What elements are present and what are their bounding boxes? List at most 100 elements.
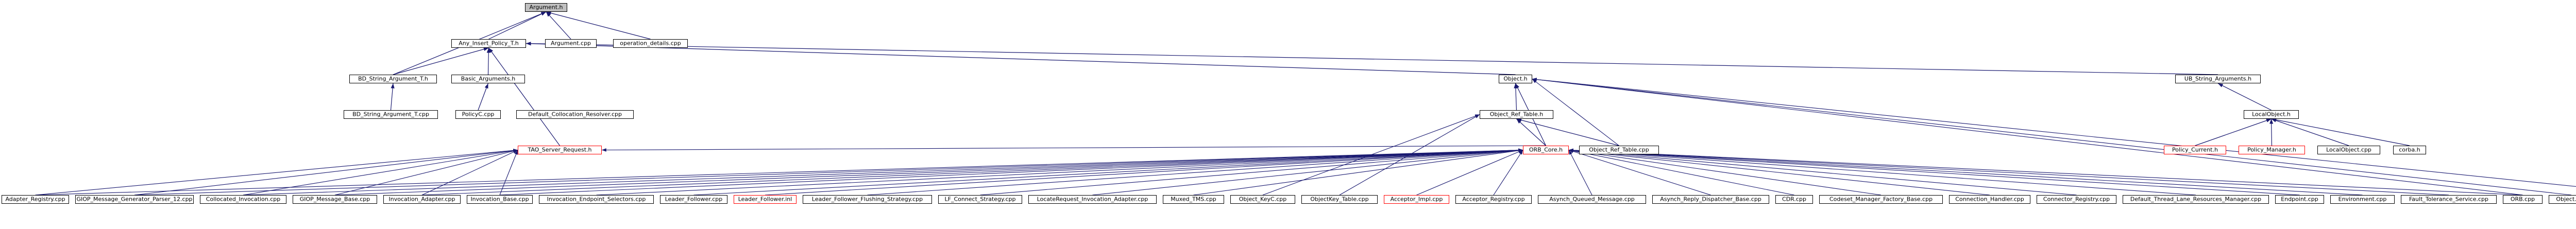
graph-node-object_cpp[interactable]: Object.cpp	[2549, 195, 2576, 204]
graph-node-corba_h[interactable]: corba.h	[2393, 146, 2426, 154]
graph-node-label: LocalObject.cpp	[2326, 146, 2371, 153]
graph-edge	[2217, 83, 2272, 111]
graph-edge	[35, 148, 1523, 196]
graph-node-cdr_cpp[interactable]: CDR.cpp	[1775, 195, 1813, 204]
graph-node-localobject_cpp[interactable]: LocalObject.cpp	[2317, 146, 2380, 154]
graph-node-acceptor_impl_cpp[interactable]: Acceptor_Impl.cpp	[1384, 195, 1449, 204]
graph-node-muxed_tms_cpp[interactable]: Muxed_TMS.cpp	[1163, 195, 1224, 204]
graph-node-object_ref_table_h[interactable]: Object_Ref_Table.h	[1480, 110, 1553, 119]
graph-edge	[980, 148, 1523, 196]
graph-node-label: ORB_Core.h	[1529, 146, 1563, 153]
graph-node-label: CDR.cpp	[1782, 196, 1806, 203]
graph-edge	[1339, 114, 1480, 196]
graph-node-label: Object_Ref_Table.cpp	[1589, 146, 1649, 153]
graph-edge	[334, 148, 1523, 196]
graph-node-argument_cpp[interactable]: Argument.cpp	[545, 39, 597, 48]
graph-node-invocation_base_cpp[interactable]: Invocation_Base.cpp	[467, 195, 533, 204]
graph-edge	[1568, 149, 1711, 196]
graph-node-label: Invocation_Adapter.cpp	[388, 196, 455, 203]
graph-node-object_keyc_cpp[interactable]: Object_KeyC.cpp	[1230, 195, 1295, 204]
graph-node-default_collocation_resolver_cpp[interactable]: Default_Collocation_Resolver.cpp	[516, 110, 634, 119]
graph-edge	[596, 148, 1523, 196]
graph-node-leader_follower_flushing_strategy_cpp[interactable]: Leader_Follower_Flushing_Strategy.cpp	[803, 195, 932, 204]
graph-edge	[1262, 114, 1480, 196]
graph-node-giop_message_base_cpp[interactable]: GIOP_Message_Base.cpp	[293, 195, 377, 204]
graph-node-orb_core_h[interactable]: ORB_Core.h	[1523, 146, 1569, 154]
graph-edge	[1532, 78, 2572, 196]
graph-node-default_thread_lane_resources_manager_cpp[interactable]: Default_Thread_Lane_Resources_Manager.cp…	[2123, 195, 2269, 204]
graph-node-bd_string_argument_t_h[interactable]: BD_String_Argument_T.h	[349, 75, 437, 83]
graph-node-label: Environment.cpp	[2338, 196, 2387, 203]
graph-node-label: Default_Thread_Lane_Resources_Manager.cp…	[2130, 196, 2262, 203]
graph-edge	[693, 148, 1523, 196]
graph-node-orb_cpp[interactable]: ORB.cpp	[2503, 195, 2543, 204]
graph-node-ub_string_arguments_h[interactable]: UB_String_Arguments.h	[2175, 75, 2261, 83]
graph-node-invocation_adapter_cpp[interactable]: Invocation_Adapter.cpp	[383, 195, 461, 204]
graph-node-basic_arguments_h[interactable]: Basic_Arguments.h	[451, 75, 525, 83]
graph-node-asynch_reply_dispatcher_base_cpp[interactable]: Asynch_Reply_Dispatcher_Base.cpp	[1652, 195, 1769, 204]
graph-node-acceptor_registry_cpp[interactable]: Acceptor_Registry.cpp	[1455, 195, 1532, 204]
graph-node-operation_details_cpp[interactable]: operation_details.cpp	[613, 39, 688, 48]
graph-node-label: Acceptor_Registry.cpp	[1462, 196, 1525, 203]
graph-node-label: Acceptor_Impl.cpp	[1390, 196, 1443, 203]
graph-node-label: Policy_Current.h	[2172, 146, 2218, 153]
graph-node-bd_string_argument_t_cpp[interactable]: BD_String_Argument_T.cpp	[344, 110, 438, 119]
graph-node-label: ORB.cpp	[2510, 196, 2535, 203]
graph-edge	[1568, 150, 1592, 196]
graph-edge	[1568, 148, 2363, 196]
graph-edge	[243, 148, 1523, 196]
graph-node-label: GIOP_Message_Base.cpp	[299, 196, 370, 203]
graph-node-connection_handler_cpp[interactable]: Connection_Handler.cpp	[1949, 195, 2030, 204]
graph-edge	[421, 148, 1523, 196]
graph-node-label: Adapter_Registry.cpp	[5, 196, 65, 203]
graph-node-label: GIOP_Message_Generator_Parser_12.cpp	[76, 196, 193, 203]
graph-node-invocation_endpoint_selectors_cpp[interactable]: Invocation_Endpoint_Selectors.cpp	[539, 195, 654, 204]
graph-edge	[1514, 83, 1518, 111]
graph-node-asynch_queued_message_cpp[interactable]: Asynch_Queued_Message.cpp	[1538, 195, 1646, 204]
graph-node-localobject_h[interactable]: LocalObject.h	[2244, 110, 2299, 119]
graph-node-object_h[interactable]: Object.h	[1499, 75, 1532, 83]
graph-edge	[243, 149, 518, 196]
graph-node-lf_connect_strategy_cpp[interactable]: LF_Connect_Strategy.cpp	[938, 195, 1022, 204]
graph-node-any_insert_policy_t_h[interactable]: Any_Insert_Policy_T.h	[451, 39, 526, 48]
graph-edge	[1193, 149, 1523, 196]
graph-node-label: Leader_Follower_Flushing_Strategy.cpp	[811, 196, 923, 203]
graph-node-connector_registry_cpp[interactable]: Connector_Registry.cpp	[2037, 195, 2116, 204]
graph-node-policyc_cpp[interactable]: PolicyC.cpp	[455, 110, 501, 119]
graph-node-objectkey_table_cpp[interactable]: ObjectKey_Table.cpp	[1301, 195, 1378, 204]
graph-node-policy_current_h[interactable]: Policy_Current.h	[2164, 146, 2226, 154]
graph-node-label: Leader_Follower.cpp	[665, 196, 723, 203]
graph-node-codeset_manager_factory_base_cpp[interactable]: Codeset_Manager_Factory_Base.cpp	[1819, 195, 1943, 204]
graph-node-policy_manager_h[interactable]: Policy_Manager.h	[2239, 146, 2305, 154]
graph-node-label: Codeset_Manager_Factory_Base.cpp	[1829, 196, 1933, 203]
graph-edge	[1516, 118, 1619, 146]
graph-node-label: Argument.cpp	[550, 40, 591, 47]
graph-edge	[1568, 148, 2449, 196]
graph-node-giop_message_generator_parser_12_cpp[interactable]: GIOP_Message_Generator_Parser_12.cpp	[75, 195, 194, 204]
graph-node-fault_tolerance_service_cpp[interactable]: Fault_Tolerance_Service.cpp	[2401, 195, 2497, 204]
graph-edge	[867, 148, 1523, 196]
graph-edge	[134, 148, 1523, 196]
graph-node-leader_follower_inl[interactable]: Leader_Follower.inl	[734, 195, 796, 204]
graph-node-leader_follower_cpp[interactable]: Leader_Follower.cpp	[660, 195, 727, 204]
graph-edge	[1516, 118, 1546, 146]
graph-node-argument_h[interactable]: Argument.h	[525, 3, 567, 12]
graph-node-endpoint_cpp[interactable]: Endpoint.cpp	[2275, 195, 2324, 204]
graph-edge	[2271, 118, 2349, 146]
graph-node-label: Object_KeyC.cpp	[1239, 196, 1287, 203]
graph-node-object_ref_table_cpp[interactable]: Object_Ref_Table.cpp	[1579, 146, 1659, 154]
graph-node-tao_server_request_h[interactable]: TAO_Server_Request.h	[518, 146, 602, 154]
graph-node-label: Default_Collocation_Resolver.cpp	[528, 111, 622, 118]
graph-node-label: LF_Connect_Strategy.cpp	[944, 196, 1016, 203]
graph-node-label: TAO_Server_Request.h	[528, 146, 592, 153]
graph-node-adapter_registry_cpp[interactable]: Adapter_Registry.cpp	[2, 195, 69, 204]
graph-edge	[546, 11, 571, 40]
graph-node-environment_cpp[interactable]: Environment.cpp	[2330, 195, 2395, 204]
graph-node-label: Asynch_Reply_Dispatcher_Base.cpp	[1660, 196, 1761, 203]
graph-edge	[478, 83, 489, 111]
graph-node-label: Invocation_Base.cpp	[470, 196, 529, 203]
graph-node-locaterequest_invocation_adapter_cpp[interactable]: LocateRequest_Invocation_Adapter.cpp	[1028, 195, 1157, 204]
graph-node-collocated_invocation_cpp[interactable]: Collocated_Invocation.cpp	[200, 195, 286, 204]
graph-edge	[1568, 149, 1882, 196]
